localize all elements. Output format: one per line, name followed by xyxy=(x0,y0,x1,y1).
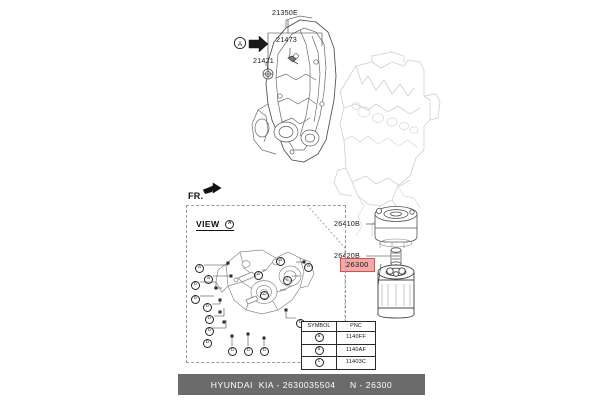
orientation-marker-fr: FR. xyxy=(188,191,204,201)
table-header-pnc: PNC xyxy=(336,320,376,333)
callout-label-21350E: 21350E xyxy=(272,8,298,17)
bubble-a: a xyxy=(314,333,324,343)
oil-filter-part xyxy=(377,264,415,319)
bubble-b: b xyxy=(191,281,200,291)
bubble-b: b xyxy=(314,345,324,355)
view-a-ref-badge: A xyxy=(225,220,235,230)
view-a-title-text: VIEW xyxy=(196,219,220,229)
section-marker-a-arrow: A xyxy=(233,35,269,53)
bubble-c: c xyxy=(260,291,269,301)
bubble-b: b xyxy=(205,315,214,325)
table-cell-symbol: c xyxy=(301,356,337,370)
cover-bolt-part xyxy=(287,55,299,65)
table-header-row: SYMBOL PNC xyxy=(301,320,376,333)
callout-leaders-right xyxy=(366,223,391,287)
table-row: c 11403C xyxy=(301,356,376,370)
bubble-a: a xyxy=(204,275,213,285)
bubble-b: b xyxy=(244,347,253,357)
table-cell-symbol: a xyxy=(301,331,337,345)
highlighted-part-number[interactable]: 26300 xyxy=(340,258,375,272)
table-row: b 1140AF xyxy=(301,343,376,358)
table-cell-pnc: 1140FF xyxy=(336,331,376,345)
table-cell-pnc: 11403C xyxy=(336,356,376,370)
bubble-b: b xyxy=(228,347,237,357)
callout-label-26420B: 26420B xyxy=(334,251,360,260)
callout-leaders-top xyxy=(265,20,323,70)
bubble-a: a xyxy=(276,257,285,267)
table-cell-pnc: 1140AF xyxy=(336,343,376,358)
view-a-detail-box xyxy=(186,205,346,363)
callout-label-26410B: 26410B xyxy=(334,219,360,228)
bubble-b: b xyxy=(203,339,212,349)
oil-filter-nipple-part xyxy=(390,247,402,270)
footer-bar: HYUNDAI KIA - 2630035504 N - 26300 xyxy=(178,374,425,395)
callout-label-21421: 21421 xyxy=(253,56,274,65)
bubble-a: a xyxy=(304,263,313,273)
oil-cooler-part xyxy=(374,206,418,243)
table-row: a 1140FF xyxy=(301,331,376,345)
footer-caption: HYUNDAI KIA - 2630035504 N - 26300 xyxy=(210,379,393,390)
bubble-c: c xyxy=(254,271,263,281)
bubble-b: b xyxy=(203,303,212,313)
fr-arrow-icon xyxy=(202,182,222,194)
table-header-symbol: SYMBOL xyxy=(301,320,337,333)
table-cell-symbol: b xyxy=(301,343,337,358)
oil-seal-part xyxy=(262,68,274,80)
view-a-title: VIEW A xyxy=(196,219,235,232)
callout-label-21473: 21473 xyxy=(276,35,297,44)
bubble-a: a xyxy=(195,264,204,274)
engine-block-outline xyxy=(333,51,441,236)
bubble-c: c xyxy=(314,358,324,368)
bubble-b: b xyxy=(260,347,269,357)
bubble-b: b xyxy=(205,327,214,337)
bubble-c: c xyxy=(283,276,292,286)
svg-text:A: A xyxy=(238,41,243,48)
symbol-pnc-table: SYMBOL PNC a 1140FF b 1140AF c 1 xyxy=(301,320,376,370)
bubble-b: b xyxy=(191,295,200,305)
